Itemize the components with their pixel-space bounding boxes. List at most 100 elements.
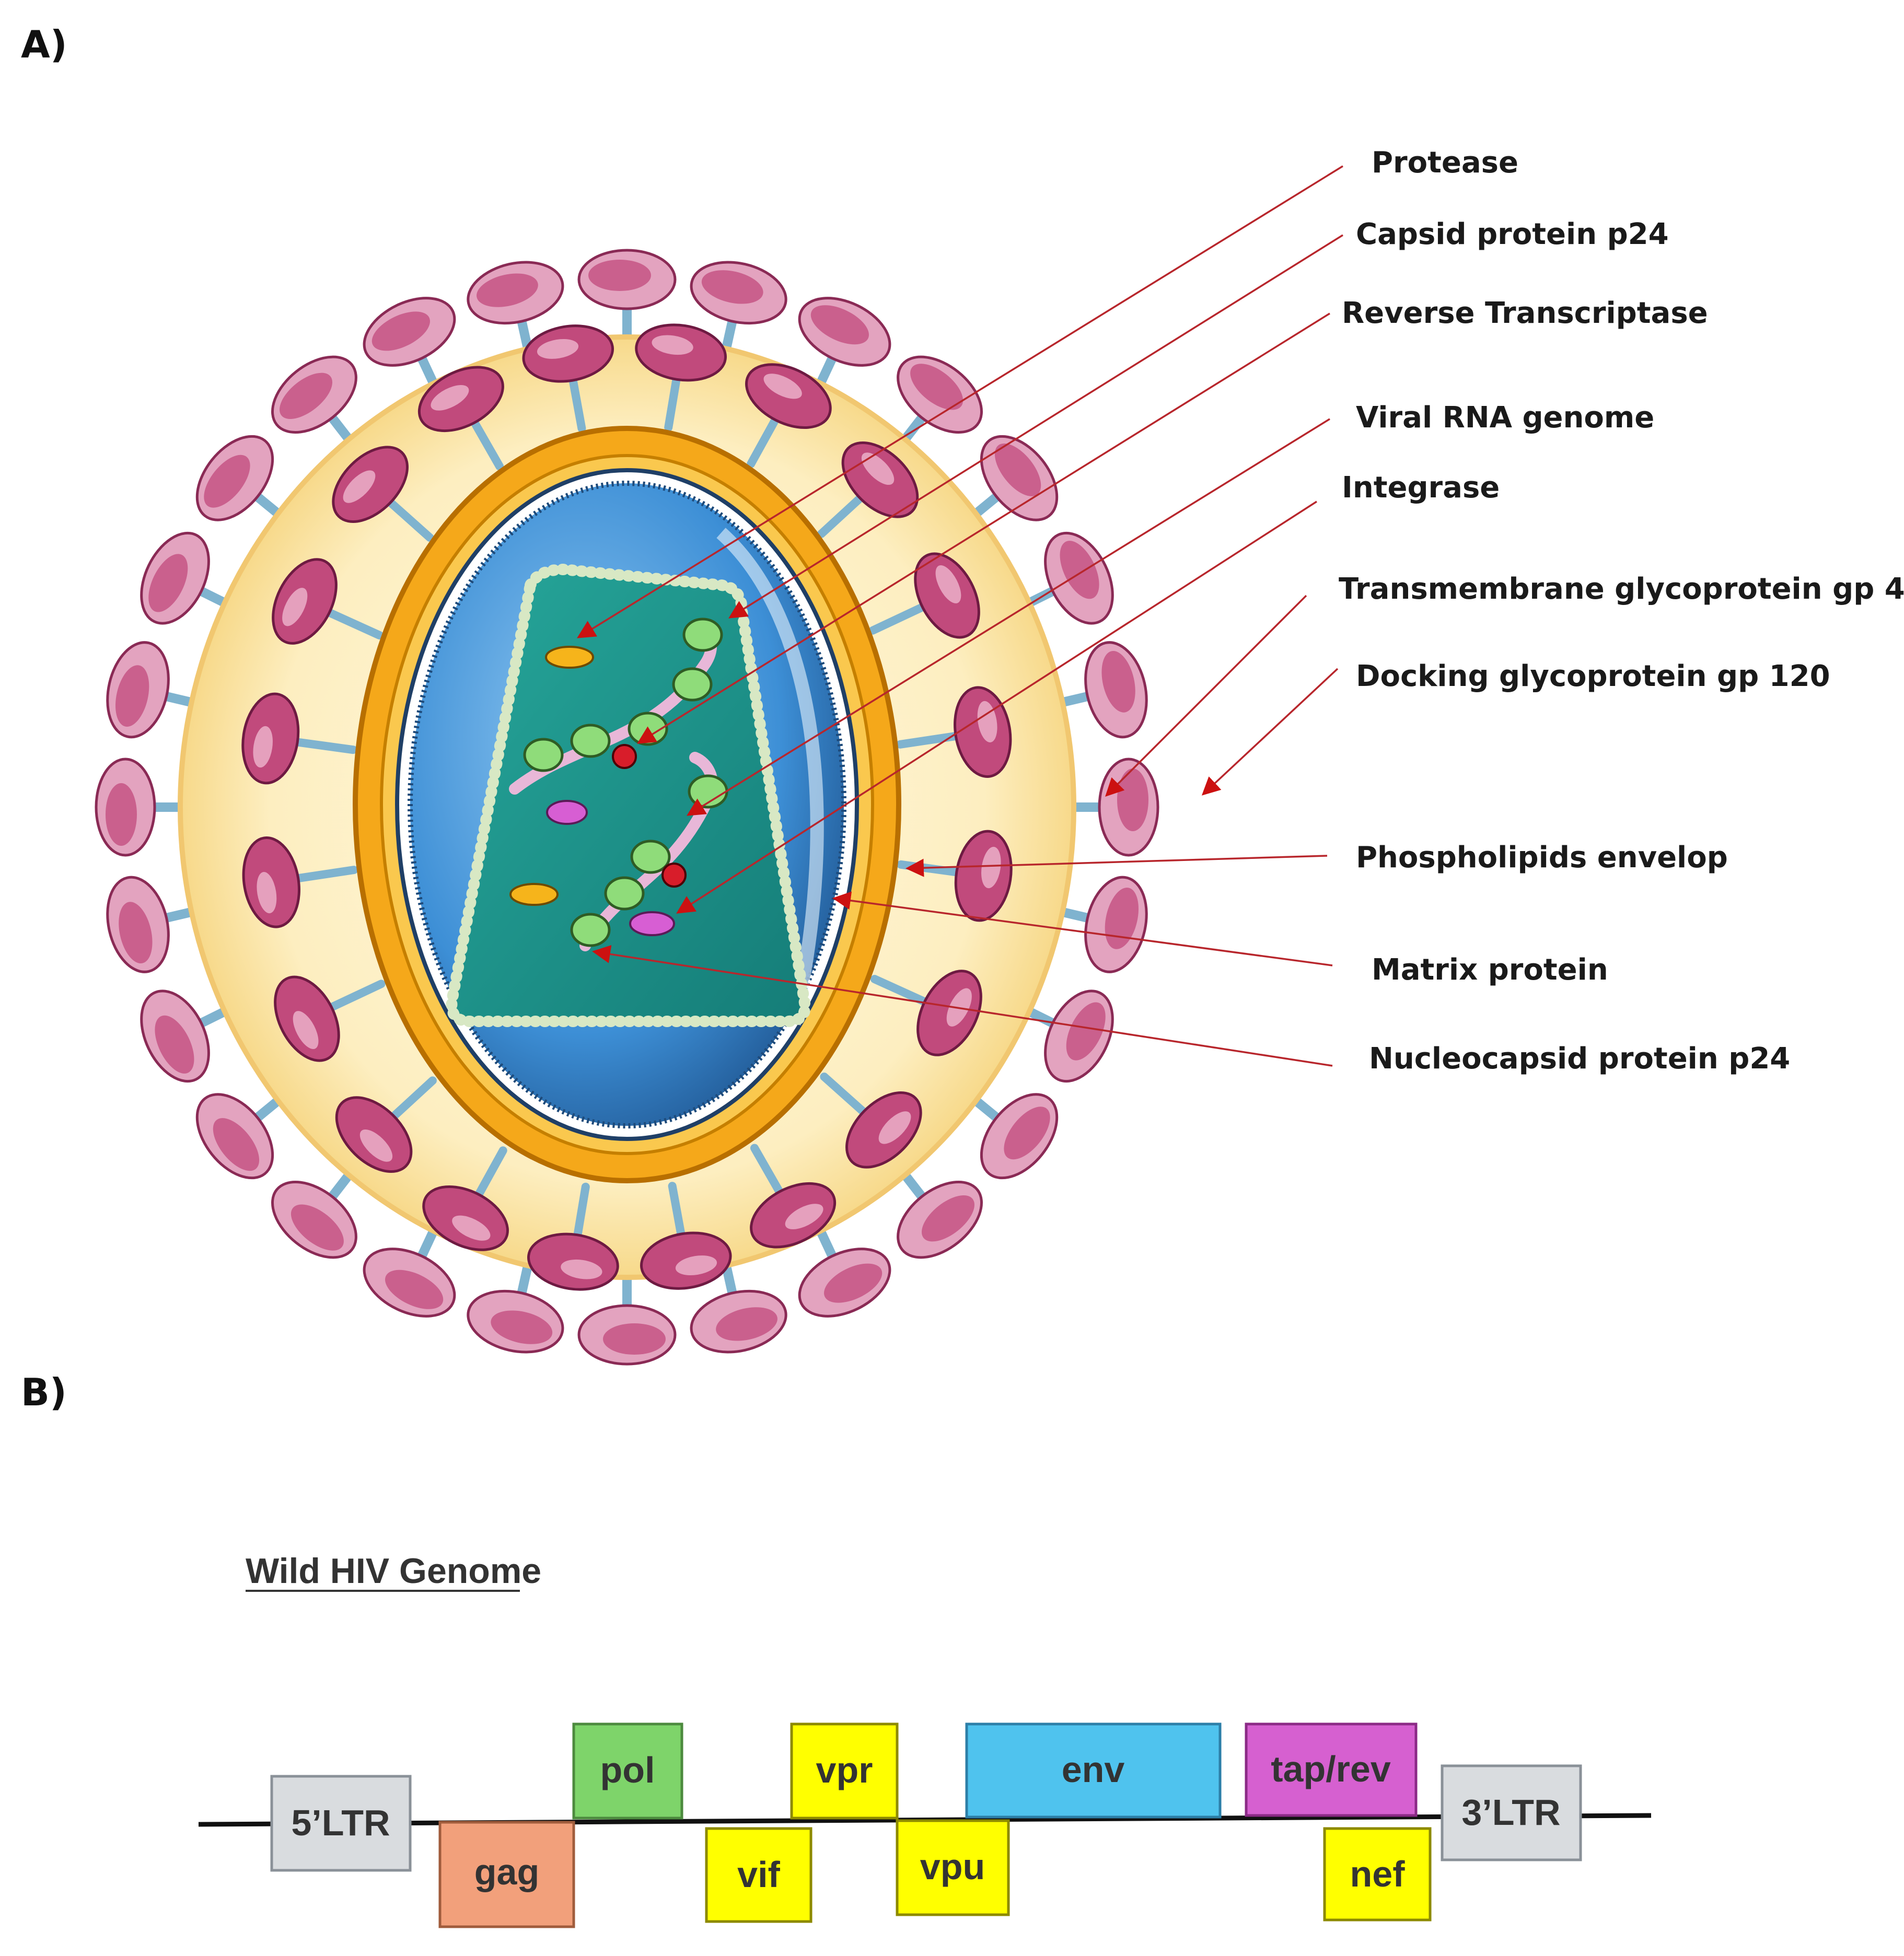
gene-label-vif: vif — [737, 1854, 780, 1895]
gp120-knob-inner-shine — [282, 588, 308, 626]
label-reverse-transcriptase: Reverse Transcriptase — [1342, 296, 1708, 330]
gp120-knob-shade — [1004, 1107, 1050, 1160]
gp120-knob-shade — [204, 455, 250, 508]
label-gp120: Docking glycoprotein gp 120 — [1356, 659, 1830, 693]
reverse-transcriptase-particle-1 — [546, 800, 588, 825]
capsid-highlight — [716, 528, 824, 1026]
gene-vif: vif — [705, 1827, 812, 1923]
leader-reverse-transcriptase — [637, 312, 1330, 744]
gp120-knob-shade — [280, 372, 333, 419]
gene-label-gag: gag — [474, 1852, 539, 1892]
gene-label-pol: pol — [600, 1750, 655, 1790]
label-phospholipids-envelop: Phospholipids envelop — [1356, 841, 1728, 875]
gp120-knob-inner-shine — [293, 1011, 319, 1050]
gp120-knob-inner-shine — [763, 374, 802, 399]
gp120-knob-shade — [148, 554, 188, 612]
leader-protease — [577, 165, 1343, 638]
gp120-knob-inner — [242, 836, 300, 928]
integrase-particle-1 — [612, 744, 637, 769]
gp120-knob-shade — [603, 1323, 666, 1355]
gene-vpr: vpr — [790, 1722, 899, 1820]
gp120-knob-inner — [635, 323, 727, 382]
gp120-knob-shade — [910, 364, 963, 410]
leader-matrix — [832, 891, 1333, 967]
gene-label-env: env — [1062, 1749, 1125, 1790]
gp120-knob-shade — [291, 1204, 344, 1251]
gene-label-vpr: vpr — [816, 1750, 873, 1790]
hiv-genome-map: Wild HIV Genome 5’LTR gag pol vif vpr vp… — [198, 1551, 1652, 1928]
gp120-knob-inner-shine — [537, 339, 579, 359]
gp120-knob — [897, 1180, 983, 1259]
gp120-knob — [798, 1248, 891, 1318]
gp120-knob — [95, 758, 156, 857]
gp120-knob — [271, 1180, 357, 1259]
nucleocapsid-bead — [570, 913, 611, 947]
label-capsid-p24: Capsid protein p24 — [1356, 217, 1669, 251]
gp120-knob-shade — [385, 1270, 444, 1309]
nucleocapsid-bead — [672, 667, 713, 702]
gene-label-nef: nef — [1350, 1854, 1406, 1894]
gp120-knob-shade — [588, 260, 651, 291]
leader-gp41 — [1105, 595, 1307, 797]
gp120-knob-inner-shine — [452, 1215, 491, 1241]
genome-title: Wild HIV Genome — [246, 1551, 541, 1591]
gp120-knob — [1044, 531, 1114, 625]
label-protease: Protease — [1372, 146, 1518, 180]
gene-label-3ltr: 3’LTR — [1461, 1792, 1560, 1833]
label-nucleocapsid-p24: Nucleocapsid protein p24 — [1369, 1042, 1790, 1076]
gp120-knob-shade — [1105, 888, 1139, 949]
gp120-knob-inner — [527, 1232, 619, 1291]
gp120-knob-shade — [824, 1263, 883, 1303]
gene-vpu: vpu — [896, 1819, 1010, 1916]
viral-rna-strand-2 — [579, 752, 718, 951]
gp120-knob-inner — [417, 366, 504, 433]
gp120-knob-shade — [119, 902, 153, 964]
gp120-knob — [798, 297, 891, 367]
gp120-knob — [1084, 641, 1148, 739]
leader-capsid-p24 — [728, 234, 1343, 619]
gp120-knob — [577, 249, 677, 310]
gp120-knob-shade — [106, 783, 137, 846]
gp120-knob-inner-shine — [343, 470, 376, 503]
gp120-knob-inner-shine — [431, 385, 469, 411]
gp120-knob-inner-shine — [785, 1204, 823, 1229]
gp120-knob-shade — [1117, 769, 1148, 831]
gene-gag: gag — [438, 1821, 575, 1928]
gp120-knob-inner — [335, 1096, 413, 1173]
gp120-knob-inner-shine — [878, 1111, 911, 1144]
gp120-knob-inner-shine — [652, 335, 693, 355]
gp120-knob-inner-shine — [981, 846, 1001, 889]
hiv-virion-illustration — [95, 249, 1159, 1366]
gp120-knob — [271, 355, 357, 434]
gp120-knob-shade — [921, 1195, 974, 1242]
gp120-knob-inner — [241, 692, 300, 785]
gp120-knob — [467, 1289, 564, 1354]
gp120-knob-shade — [477, 273, 538, 307]
leader-integrase — [676, 500, 1317, 914]
gp120-knob-inner-shine — [359, 1129, 393, 1162]
gp120-knob-shade — [371, 311, 430, 351]
glycoprotein-spikes-inner — [241, 323, 1013, 1291]
protease-particle-2 — [509, 883, 559, 906]
gene-3ltr: 3’LTR — [1441, 1764, 1582, 1861]
nucleocapsid-bead — [604, 876, 645, 911]
gene-pol: pol — [572, 1722, 683, 1820]
gp120-knob-shade — [155, 1015, 194, 1074]
gp120-knob-shade — [213, 1118, 260, 1171]
gp120-knob — [106, 876, 170, 973]
gp120-knob-shade — [716, 1307, 777, 1341]
gp120-knob-inner — [422, 1185, 509, 1251]
gp120-knob-inner — [745, 363, 832, 429]
gene-label-5ltr: 5’LTR — [291, 1802, 390, 1843]
nucleocapsid-bead — [630, 840, 671, 874]
gp120-knob — [140, 989, 210, 1083]
gp120-knob-inner-shine — [675, 1255, 717, 1275]
gene-5ltr: 5’LTR — [270, 1775, 412, 1872]
gp120-knob-inner-shine — [861, 452, 895, 485]
gp120-knob — [363, 297, 456, 367]
nucleocapsid-bead — [523, 738, 564, 772]
gp120-knob — [980, 1093, 1059, 1180]
panel-label-a: A) — [21, 22, 67, 66]
gp120-knob-inner — [640, 1231, 732, 1290]
